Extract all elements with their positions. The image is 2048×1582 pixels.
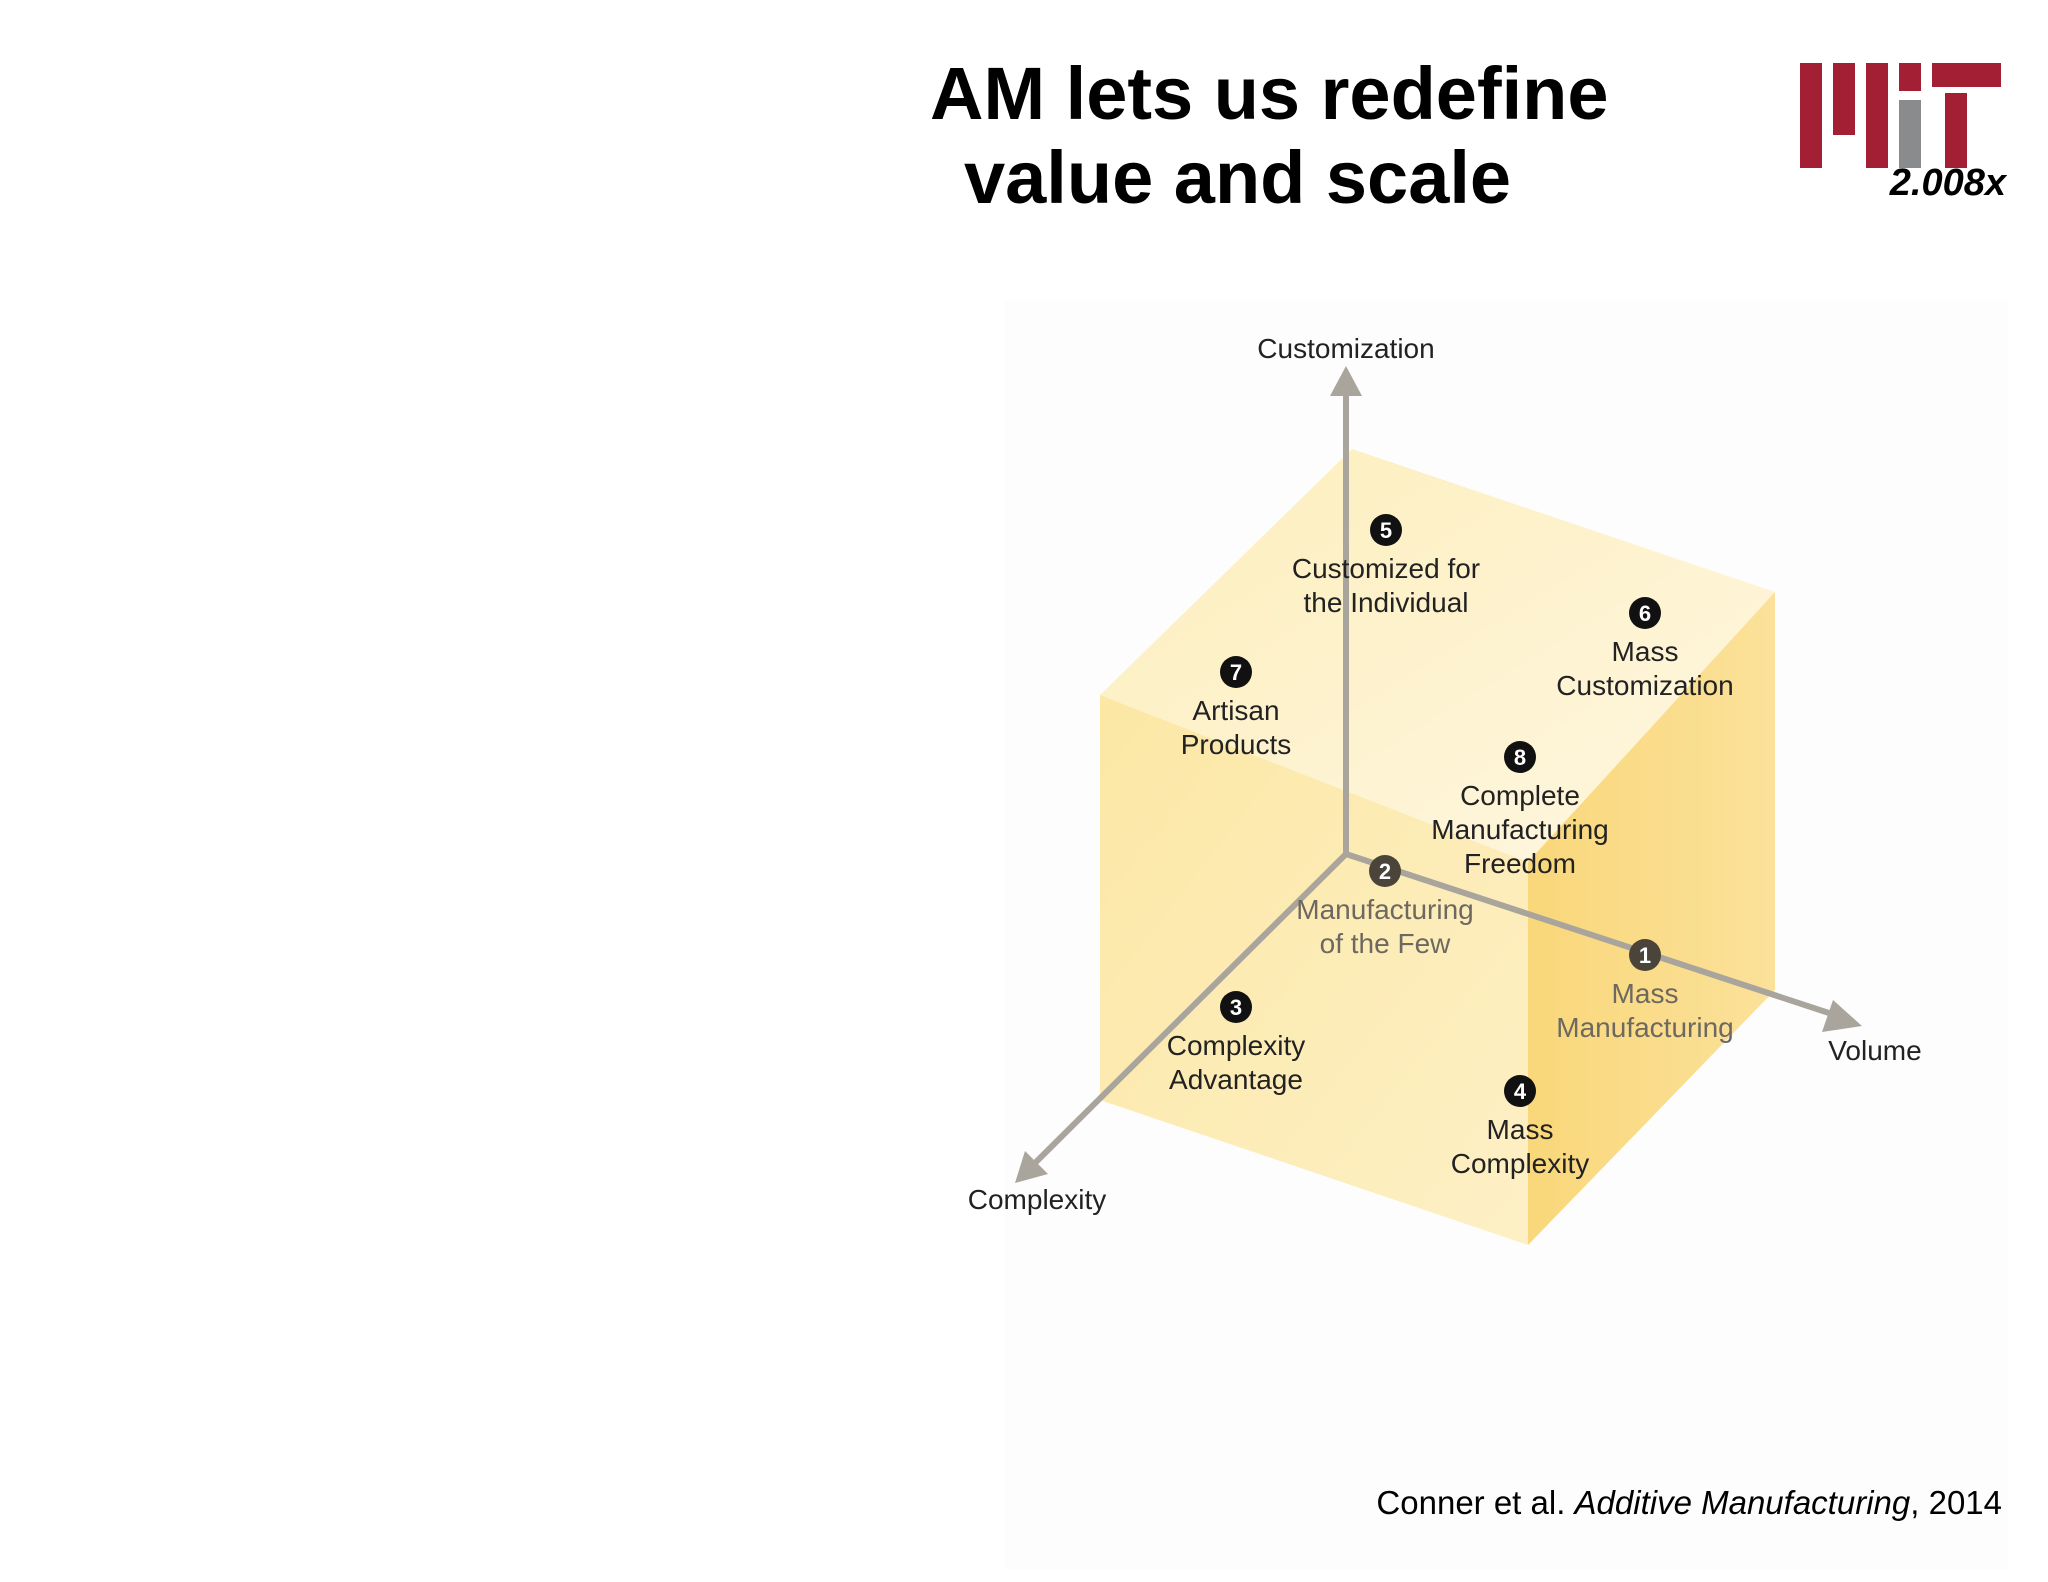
title-line-2: value and scale — [964, 136, 1512, 219]
point-label: Manufacturing — [1431, 814, 1608, 845]
axes — [1015, 366, 1862, 1183]
point-number: 3 — [1230, 995, 1242, 1020]
point-badge — [1504, 741, 1536, 773]
course-number: 2.008x — [1889, 162, 2006, 204]
point-label: of the Few — [1320, 928, 1452, 959]
complexity-axis — [1032, 851, 1349, 1166]
point-label: Complete — [1460, 780, 1580, 811]
point-number: 8 — [1514, 745, 1526, 770]
logo-bar — [1899, 100, 1921, 168]
point-label: Manufacturing — [1556, 1012, 1733, 1043]
volume-axis-arrowhead — [1822, 1000, 1862, 1032]
point-number: 7 — [1230, 660, 1242, 685]
complexity-axis-arrowhead — [1015, 1151, 1048, 1183]
point-label: Manufacturing — [1296, 894, 1473, 925]
point-number: 1 — [1639, 943, 1651, 968]
logo-bar — [1945, 93, 1967, 168]
complexity-axis-label: Complexity — [968, 1184, 1106, 1215]
point-label: Mass — [1487, 1114, 1554, 1145]
point-number: 5 — [1380, 518, 1392, 543]
point-label: Advantage — [1169, 1064, 1303, 1095]
point-number: 4 — [1514, 1079, 1527, 1104]
point-label: Complexity — [1167, 1030, 1305, 1061]
point-number: 2 — [1379, 859, 1391, 884]
customization-axis-label: Customization — [1257, 333, 1434, 364]
point-badge — [1220, 656, 1252, 688]
customization-axis-arrowhead — [1330, 366, 1362, 396]
logo-bar — [1932, 63, 2001, 87]
point-number: 6 — [1639, 601, 1651, 626]
point-badge — [1220, 991, 1252, 1023]
slide-title: AM lets us redefine value and scale — [930, 52, 1690, 220]
point-label: the Individual — [1303, 587, 1468, 618]
citation: Conner et al. Additive Manufacturing, 20… — [1376, 1484, 2002, 1522]
citation-year: , 2014 — [1910, 1484, 2002, 1521]
volume-axis-label: Volume — [1828, 1035, 1921, 1066]
cube-right-face — [1528, 592, 1775, 1245]
citation-journal: Additive Manufacturing — [1574, 1484, 1911, 1521]
point-label: Complexity — [1451, 1148, 1589, 1179]
point-label: Freedom — [1464, 848, 1576, 879]
point-label: Mass — [1612, 636, 1679, 667]
logo-bar — [1899, 63, 1921, 91]
citation-authors: Conner et al. — [1376, 1484, 1566, 1521]
point-label: Artisan — [1192, 695, 1279, 726]
point-label: Customization — [1556, 670, 1733, 701]
logo-bar — [1800, 63, 1822, 168]
point-badge — [1369, 855, 1401, 887]
point-label: Mass — [1612, 978, 1679, 1009]
point-label: Customized for — [1292, 553, 1480, 584]
cube-front-face — [1100, 695, 1528, 1245]
logo-bar — [1833, 63, 1855, 135]
point-badge — [1629, 597, 1661, 629]
logo-bar — [1866, 63, 1888, 168]
title-line-1: AM lets us redefine — [930, 52, 1609, 135]
point-badge — [1504, 1075, 1536, 1107]
point-label: Products — [1181, 729, 1292, 760]
cube-top-face — [1100, 449, 1775, 862]
mit-logo — [1800, 63, 2001, 168]
point-badge — [1370, 514, 1402, 546]
volume-axis — [1345, 851, 1839, 1019]
point-badge — [1629, 939, 1661, 971]
